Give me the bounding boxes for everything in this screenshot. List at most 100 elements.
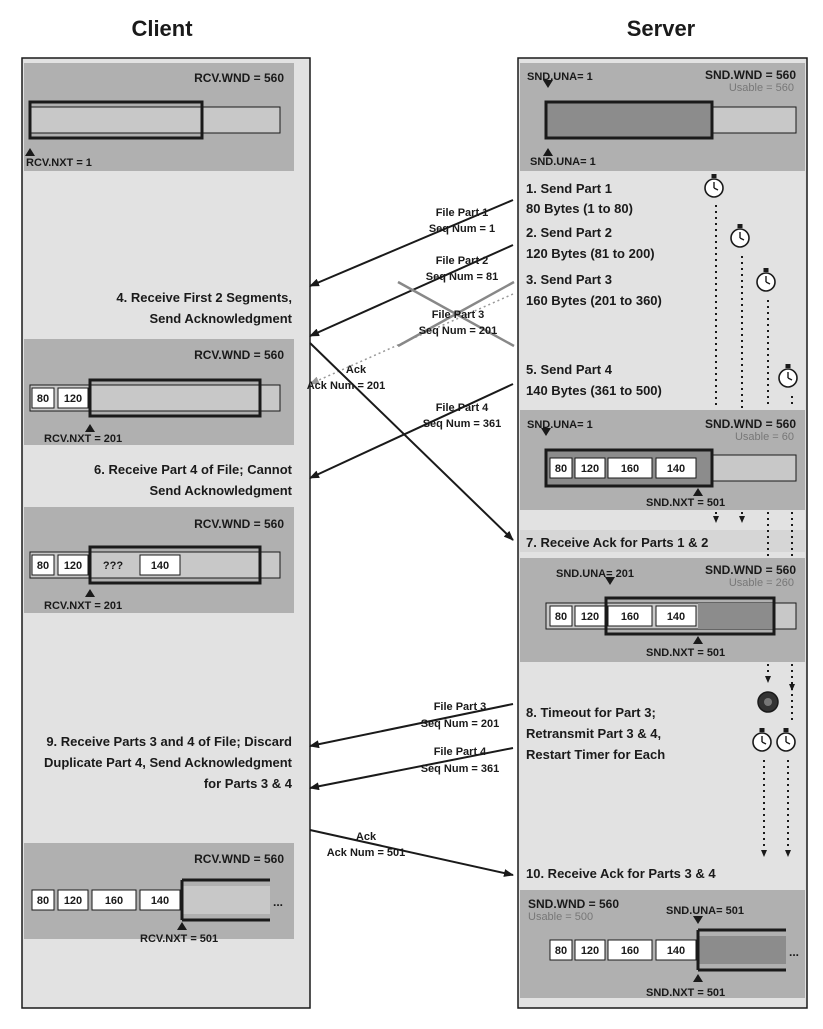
svg-text:File Part 2: File Part 2	[436, 255, 489, 267]
svg-text:Restart Timer for Each: Restart Timer for Each	[526, 747, 665, 762]
svg-text:Ack Num = 201: Ack Num = 201	[307, 380, 386, 392]
svg-text:for Parts 3 & 4: for Parts 3 & 4	[204, 776, 293, 791]
segment	[607, 457, 653, 479]
segment	[574, 457, 606, 479]
svg-text:80: 80	[37, 895, 49, 907]
svg-text:140: 140	[667, 611, 685, 623]
msg-ack-501: Ack Ack Num = 501	[327, 831, 406, 859]
svg-text:Seq Num = 361: Seq Num = 361	[421, 763, 500, 775]
ellipsis: ...	[789, 945, 799, 959]
svg-text:Seq Num = 201: Seq Num = 201	[421, 718, 500, 730]
snd-una-marker	[541, 428, 551, 436]
svg-text:80: 80	[37, 393, 49, 405]
svg-text:120: 120	[64, 393, 82, 405]
svg-text:120 Bytes (81 to 200): 120 Bytes (81 to 200)	[526, 246, 655, 261]
snd-una-label: SND.UNA= 1	[527, 71, 593, 83]
snd-nxt-label: SND.NXT = 501	[646, 987, 725, 999]
arrow-retransmit-part-4	[309, 747, 514, 791]
msg-file-part-3-lost: File Part 3 Seq Num = 201	[419, 309, 498, 337]
segment	[574, 939, 606, 961]
arrow-retransmit-part-3	[309, 703, 514, 749]
segment	[139, 554, 181, 576]
snd-una-marker	[693, 916, 703, 924]
svg-text:120: 120	[581, 611, 599, 623]
snd-una-label: SND.UNA= 1	[527, 419, 593, 431]
svg-text:Seq Num = 1: Seq Num = 1	[429, 223, 495, 235]
svg-text:140: 140	[151, 895, 169, 907]
msg-ack-201: Ack Ack Num = 201	[307, 364, 386, 392]
svg-text:120: 120	[581, 945, 599, 957]
rcv-nxt-label: RCV.NXT = 1	[26, 157, 92, 169]
client-step-6: 6. Receive Part 4 of File; Cannot Send A…	[94, 462, 293, 498]
svg-text:6. Receive Part 4 of File; Can: 6. Receive Part 4 of File; Cannot	[94, 462, 293, 477]
svg-text:Send Acknowledgment: Send Acknowledgment	[149, 483, 292, 498]
svg-text:File Part 3: File Part 3	[434, 701, 487, 713]
msg-retransmit-part-3: File Part 3 Seq Num = 201	[421, 701, 500, 730]
rcv-nxt-marker	[25, 148, 35, 156]
arrow-file-part-4	[309, 383, 514, 479]
svg-text:Ack: Ack	[356, 831, 377, 843]
svg-text:Send Acknowledgment: Send Acknowledgment	[149, 311, 292, 326]
segment	[91, 889, 137, 911]
snd-una-label: SND.UNA= 501	[666, 905, 744, 917]
client-column: RCV.WND = 560 RCV.NXT = 1 4. Receive Fir…	[21, 57, 311, 1009]
snd-una-marker	[543, 80, 553, 88]
segment	[655, 605, 697, 627]
svg-text:Seq Num = 81: Seq Num = 81	[426, 271, 498, 283]
snd-nxt-marker	[693, 974, 703, 982]
segment	[57, 889, 89, 911]
msg-file-part-1: File Part 1 Seq Num = 1	[429, 207, 495, 235]
snd-una-label: SND.UNA= 201	[556, 568, 634, 580]
svg-text:Retransmit Part 3 & 4,: Retransmit Part 3 & 4,	[526, 726, 661, 741]
segment	[31, 387, 55, 409]
lost-cross	[397, 280, 515, 348]
ellipsis: ...	[273, 895, 283, 909]
svg-text:140: 140	[667, 463, 685, 475]
rcv-wnd-label: RCV.WND = 560	[194, 71, 284, 85]
arrow-ack-201	[309, 342, 514, 541]
svg-text:140 Bytes (361 to 500): 140 Bytes (361 to 500)	[526, 383, 662, 398]
svg-text:5. Send Part 4: 5. Send Part 4	[526, 362, 613, 377]
svg-text:120: 120	[64, 560, 82, 572]
segment	[549, 457, 573, 479]
segment	[31, 889, 55, 911]
svg-text:120: 120	[581, 463, 599, 475]
snd-nxt-label: SND.NXT = 501	[646, 497, 725, 509]
segment	[607, 939, 653, 961]
rcv-nxt-marker	[85, 589, 95, 597]
client-step-4: 4. Receive First 2 Segments, Send Acknow…	[116, 290, 292, 326]
svg-text:9. Receive Parts 3 and 4 of Fi: 9. Receive Parts 3 and 4 of File; Discar…	[46, 734, 292, 749]
server-step-8: 8. Timeout for Part 3; Retransmit Part 3…	[526, 705, 665, 762]
svg-text:3. Send Part 3: 3. Send Part 3	[526, 272, 612, 287]
client-window-box-3: RCV.WND = 560 80 120 ??? 140 RCV.NXT = 2…	[24, 507, 294, 613]
segment	[607, 605, 653, 627]
svg-text:120: 120	[64, 895, 82, 907]
svg-text:4. Receive First 2 Segments,: 4. Receive First 2 Segments,	[116, 290, 292, 305]
svg-text:1. Send Part 1: 1. Send Part 1	[526, 181, 612, 196]
svg-text:2. Send Part 2: 2. Send Part 2	[526, 225, 612, 240]
svg-text:7. Receive Ack for Parts 1 & 2: 7. Receive Ack for Parts 1 & 2	[526, 535, 708, 550]
server-step-2: 2. Send Part 2 120 Bytes (81 to 200)	[526, 225, 655, 261]
snd-wnd-label: SND.WND = 560	[705, 417, 796, 431]
message-labels: File Part 1 Seq Num = 1 File Part 2 Seq …	[307, 207, 502, 859]
arrow-ack-501	[309, 829, 514, 877]
server-window-box-1: SND.UNA= 1 SND.WND = 560 Usable = 560 SN…	[520, 63, 805, 171]
server-step-3: 3. Send Part 3 160 Bytes (201 to 360)	[526, 272, 662, 308]
server-window-box-2: SND.UNA= 1 SND.WND = 560 Usable = 60 80 …	[520, 410, 805, 510]
server-step-1: 1. Send Part 1 80 Bytes (1 to 80)	[526, 181, 633, 216]
client-header: Client	[131, 16, 193, 41]
server-step-5: 5. Send Part 4 140 Bytes (361 to 500)	[526, 362, 662, 398]
usable-label: Usable = 560	[729, 82, 794, 94]
rcv-wnd-label: RCV.WND = 560	[194, 348, 284, 362]
svg-text:File Part 3: File Part 3	[432, 309, 485, 321]
segment	[549, 939, 573, 961]
snd-nxt-marker	[693, 636, 703, 644]
client-window-box-4: RCV.WND = 560 80 120 160 140 ... RCV.NXT…	[24, 843, 294, 945]
rcv-wnd-label: RCV.WND = 560	[194, 852, 284, 866]
expired-timer-icon	[757, 691, 779, 713]
snd-wnd-label: SND.WND = 560	[705, 563, 796, 577]
svg-text:160: 160	[621, 463, 639, 475]
segment	[57, 554, 89, 576]
message-arrows	[309, 199, 515, 877]
svg-text:140: 140	[151, 560, 169, 572]
